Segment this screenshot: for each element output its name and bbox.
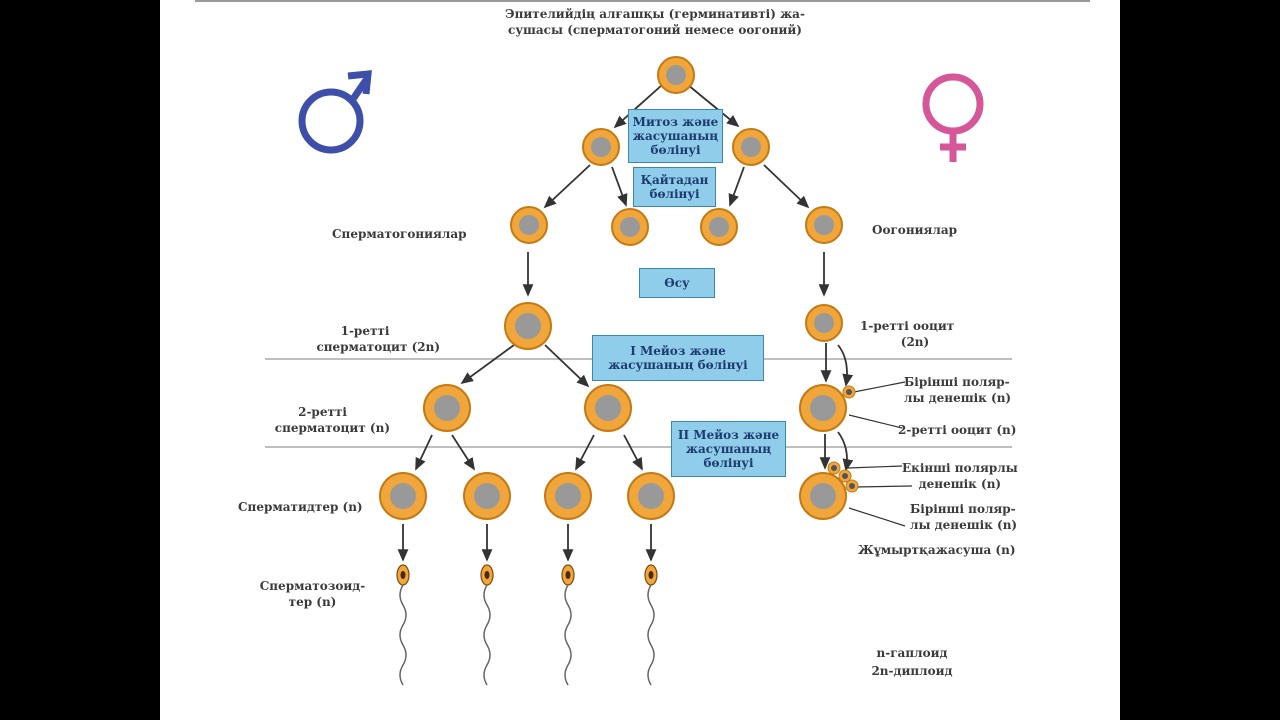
label-oogonia: Оогониялар <box>872 223 957 237</box>
label-first-polar-body: Бірінші поляр- лы денешік (n) <box>904 375 1012 405</box>
male-symbol-icon <box>298 70 372 154</box>
legend-diploid: 2n-диплоид <box>871 664 953 678</box>
female-symbol-icon <box>922 73 984 162</box>
sperm-head <box>396 564 410 586</box>
primary-spermatocyte-cell <box>504 302 552 350</box>
oogonium-cell <box>732 128 770 166</box>
meiosis-2-box: II Мейоз және жасушаның бөлінуі <box>671 421 786 477</box>
label-second-polar-body: Екінші полярлы денешік (n) <box>902 461 1018 491</box>
polar-body-cell <box>827 461 841 475</box>
arrows <box>397 84 854 562</box>
secondary-spermatocyte-cell <box>423 384 471 432</box>
spermatogonium-cell <box>510 206 548 244</box>
meiosis-1-box: I Мейоз және жасушаның бөлінуі <box>592 335 764 381</box>
egg-cell <box>799 472 847 520</box>
label-first-polar-body-2: Бірінші поляр- лы денешік (n) <box>910 502 1018 532</box>
mitosis-box: Митоз және жасушаның бөлінуі <box>628 109 723 163</box>
spermatid-cell <box>544 472 592 520</box>
leader-lines <box>847 381 913 527</box>
secondary-oocyte-cell <box>799 384 847 432</box>
spermatogonium-cell <box>700 208 738 246</box>
spermatid-cell <box>627 472 675 520</box>
spermatid-cell <box>379 472 427 520</box>
sperm-head <box>561 564 575 586</box>
sperm-head <box>644 564 658 586</box>
label-spermatozoa: Сперматозоид- тер (n) <box>259 579 366 609</box>
spermatogonium-cell <box>582 128 620 166</box>
label-spermatids: Сперматидтер (n) <box>238 500 363 514</box>
label-primary-spermatocyte: 1-ретті сперматоцит (2n) <box>316 324 440 354</box>
sperm-tails <box>399 584 655 686</box>
polar-body-cell <box>838 469 852 483</box>
spermatid-cell <box>463 472 511 520</box>
oogonium-cell <box>805 206 843 244</box>
diagram-panel: Эпителийдің алғашқы (герминативті) жа- с… <box>160 0 1120 720</box>
diagram-title: Эпителийдің алғашқы (герминативті) жа- с… <box>505 7 805 37</box>
secondary-spermatocyte-cell <box>584 384 632 432</box>
gametogenesis-diagram <box>195 0 1090 686</box>
legend-haploid: n-гаплоид <box>876 646 948 660</box>
primary-oocyte-cell <box>805 304 843 342</box>
repeat-division-box: Қайтадан бөлінуі <box>633 167 716 207</box>
sperm-head <box>480 564 494 586</box>
polar-body-cell <box>845 479 859 493</box>
spermatogonium-cell <box>611 208 649 246</box>
label-egg-cell: Жұмыртқажасуша (n) <box>858 543 1016 557</box>
growth-box: Өсу <box>639 268 715 298</box>
label-secondary-oocyte: 2-ретті ооцит (n) <box>898 423 1017 437</box>
label-spermatogonia: Сперматогониялар <box>332 227 467 241</box>
polar-body-cell <box>842 385 856 399</box>
label-secondary-spermatocyte: 2-ретті сперматоцит (n) <box>274 405 390 435</box>
label-primary-oocyte: 1-ретті ооцит (2n) <box>860 319 955 349</box>
germinal-cell <box>657 56 695 94</box>
